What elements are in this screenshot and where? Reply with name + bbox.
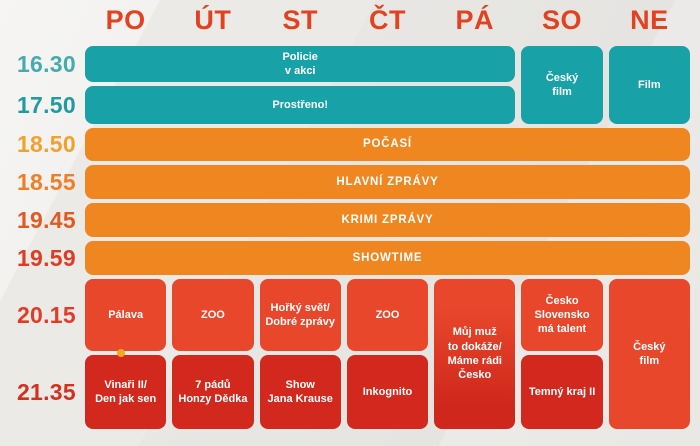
program-label: Temný kraj II [528, 385, 596, 398]
program-cell-7-padu-honzy-dedka: 7 pádů Honzy Dědka [172, 355, 254, 429]
day-header-st: ST [282, 4, 318, 35]
program-label: Pálava [108, 308, 144, 321]
program-cell-pocasi: POČASÍ [85, 128, 690, 161]
program-label: Inkognito [362, 385, 413, 398]
program-cell-inkognito: Inkognito [346, 355, 429, 429]
program-label: 7 pádů Honzy Dědka [178, 378, 248, 405]
program-cell-cesky-film-ne: Český film [608, 279, 690, 429]
program-label: HLAVNÍ ZPRÁVY [336, 175, 439, 188]
program-cell-policie-v-akci: Policie v akci [85, 46, 516, 82]
day-header-row: PO ÚT ST ČT PÁ SO NE [85, 4, 690, 36]
program-label: Vinaři II/ Den jak sen [95, 378, 157, 405]
day-header-ne: NE [630, 4, 669, 35]
program-cell-hlavni-zpravy: HLAVNÍ ZPRÁVY [85, 165, 690, 199]
program-cell-film-ne: Film [608, 46, 690, 124]
program-label: POČASÍ [363, 138, 412, 151]
program-label: ZOO [375, 308, 400, 321]
program-cell-zoo-ut: ZOO [172, 279, 254, 351]
schedule-grid: Policie v akci Prostřeno! Český film Fil… [85, 46, 690, 429]
program-cell-showtime: SHOWTIME [85, 241, 690, 275]
program-cell-cesko-slovensko-ma-talent: Česko Slovensko má talent [521, 279, 603, 351]
program-label: ZOO [201, 308, 225, 321]
program-label: Český film [545, 71, 579, 98]
day-header-ct: ČT [368, 4, 406, 35]
time-label-1630: 16.30 [16, 51, 76, 77]
time-label-1855: 18.55 [16, 169, 76, 195]
program-label: Hořký svět/ Dobré zprávy [265, 301, 336, 328]
program-cell-horky-svet-dobre-zpravy: Hořký svět/ Dobré zprávy [259, 279, 341, 351]
program-cell-palava: Pálava [85, 279, 167, 351]
program-cell-show-jana-krause: Show Jana Krause [259, 355, 341, 429]
time-label-1959: 19.59 [16, 245, 76, 271]
program-label: Česko Slovensko má talent [534, 294, 590, 336]
program-cell-muj-muz-to-dokaze-mame-radi-cesko: Můj muž to dokáže/ Máme rádi Česko [434, 279, 516, 429]
program-cell-cesky-film-so: Český film [521, 46, 603, 124]
program-cell-vinari-ii-den-jak-sen: Vinaři II/ Den jak sen [85, 355, 167, 429]
program-cell-temny-kraj-ii: Temný kraj II [521, 355, 603, 429]
program-label: Český film [633, 340, 666, 367]
program-label: KRIMI ZPRÁVY [341, 213, 434, 226]
program-label: Můj muž to dokáže/ Máme rádi Česko [447, 326, 502, 382]
program-cell-krimi-zpravy: KRIMI ZPRÁVY [85, 203, 690, 237]
time-label-1750: 17.50 [16, 92, 76, 118]
program-label: Show Jana Krause [267, 378, 333, 405]
program-cell-prostreno: Prostřeno! [85, 86, 516, 124]
time-label-1945: 19.45 [16, 207, 76, 233]
yellow-accent-dot [117, 349, 125, 357]
time-label-2135: 21.35 [16, 379, 76, 405]
day-header-pa: PÁ [455, 4, 495, 35]
day-header-ut: ÚT [194, 4, 232, 35]
program-label: Film [638, 78, 661, 91]
time-label-1850: 18.50 [16, 131, 76, 157]
program-cell-zoo-ct: ZOO [346, 279, 429, 351]
day-header-so: SO [542, 4, 583, 35]
program-label: SHOWTIME [352, 251, 423, 264]
day-header-po: PO [105, 4, 146, 35]
program-label: Prostřeno! [272, 98, 329, 111]
time-label-2015: 20.15 [16, 302, 76, 328]
program-label: Policie v akci [282, 50, 318, 77]
